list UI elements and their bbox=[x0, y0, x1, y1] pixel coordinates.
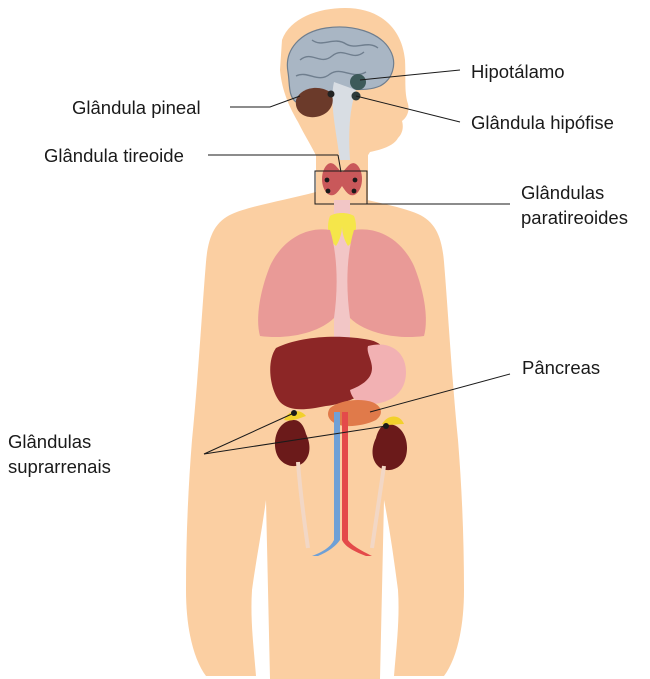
parathyroid-3 bbox=[326, 189, 331, 194]
label-paratireoides-2: paratireoides bbox=[521, 206, 628, 229]
pineal bbox=[328, 91, 335, 98]
label-pineal: Glândula pineal bbox=[72, 96, 201, 119]
label-hipofise: Glândula hipófise bbox=[471, 111, 614, 134]
parathyroid-4 bbox=[352, 189, 357, 194]
label-suprarrenais-2: suprarrenais bbox=[8, 455, 111, 478]
parathyroid-2 bbox=[353, 178, 358, 183]
label-suprarrenais-1: Glândulas bbox=[8, 430, 91, 453]
label-hipotalamo: Hipotálamo bbox=[471, 60, 565, 83]
label-tireoide: Glândula tireoide bbox=[44, 144, 184, 167]
label-paratireoides-1: Glândulas bbox=[521, 181, 604, 204]
label-pancreas: Pâncreas bbox=[522, 356, 600, 379]
parathyroid-1 bbox=[325, 178, 330, 183]
hypothalamus bbox=[350, 74, 366, 90]
